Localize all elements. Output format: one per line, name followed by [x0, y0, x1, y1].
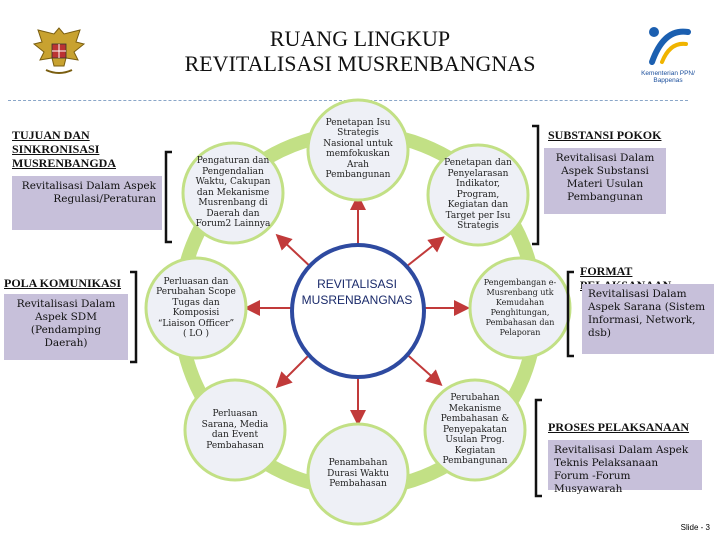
box-substansi: Revitalisasi Dalam Aspek Substansi Mater…: [544, 148, 666, 214]
box-teknis: Revitalisasi Dalam Aspek Teknis Pelaksan…: [548, 440, 702, 495]
circle-top-text: Penetapan Isu Strategis Nasional untuk m…: [323, 117, 393, 181]
box-sarana: Revitalisasi Dalam Aspek Sarana (Sistem …: [582, 284, 714, 354]
bracket-right-middle: [566, 270, 574, 358]
heading-tujuan: TUJUAN DAN SINKRONISASI MUSRENBANGDA: [12, 128, 117, 170]
circle-right-text: Pengembangan e-Musrenbang utk Kemudahan …: [483, 278, 557, 337]
circle-left-text: Perluasan dan Perubahan Scope Tugas dan …: [156, 276, 236, 340]
heading-substansi-pokok: SUBSTANSI POKOK: [548, 128, 662, 142]
circle-upper-left: [181, 141, 285, 245]
arrow-upper-right: [401, 236, 445, 271]
heading-proses-pelaksanaan: PROSES PELAKSANAAN: [548, 420, 690, 434]
circle-left: [144, 256, 248, 360]
center-circle: [290, 243, 426, 379]
box-sdm: Revitalisasi Dalam Aspek SDM (Pendamping…: [4, 294, 128, 360]
logo-line-2: Bappenas: [653, 77, 683, 84]
bracket-left-bottom: [130, 270, 138, 364]
circle-lower-left: [183, 378, 287, 482]
circle-top: [306, 98, 410, 202]
circle-right: [468, 256, 572, 360]
circle-upper-left-text: Pengaturan dan Pengendalian Waktu, Cakup…: [195, 156, 271, 230]
circle-lower-right-text: Perubahan Mekanisme Pembahasan & Penyepa…: [440, 393, 510, 467]
circle-bottom-text: Penambahan Durasi Waktu Pembahasan: [327, 458, 389, 490]
title-line-2: REVITALISASI MUSRENBANGNAS: [184, 51, 536, 76]
circle-lower-left-text: Perluasan Sarana, Media dan Event Pembah…: [201, 409, 269, 451]
garuda-emblem-icon: [28, 22, 90, 84]
bracket-left-top: [164, 150, 172, 244]
circle-bottom: [306, 422, 410, 526]
title-line-1: RUANG LINGKUP: [269, 26, 451, 51]
box-regulasi: Revitalisasi Dalam Aspek Regulasi/Peratu…: [12, 176, 162, 230]
slide-number: Slide - 3: [680, 523, 710, 532]
bracket-right-top: [532, 124, 540, 246]
circle-lower-right: [423, 378, 527, 482]
bappenas-logo-text: Kementerian PPN/ Bappenas: [628, 70, 708, 84]
bappenas-logo-icon: [640, 22, 696, 68]
logo-line-1: Kementerian PPN/: [641, 70, 695, 77]
circle-upper-right: [426, 143, 530, 247]
heading-pola-komunikasi: POLA KOMUNIKASI: [4, 276, 122, 290]
bracket-right-bottom: [534, 398, 542, 498]
circle-upper-right-text: Penetapan dan Penyelarasan Indikator, Pr…: [444, 158, 512, 232]
center-label: REVITALISASI MUSRENBANGNAS: [301, 277, 413, 307]
page-title: RUANG LINGKUP REVITALISASI MUSRENBANGNAS: [0, 26, 720, 76]
